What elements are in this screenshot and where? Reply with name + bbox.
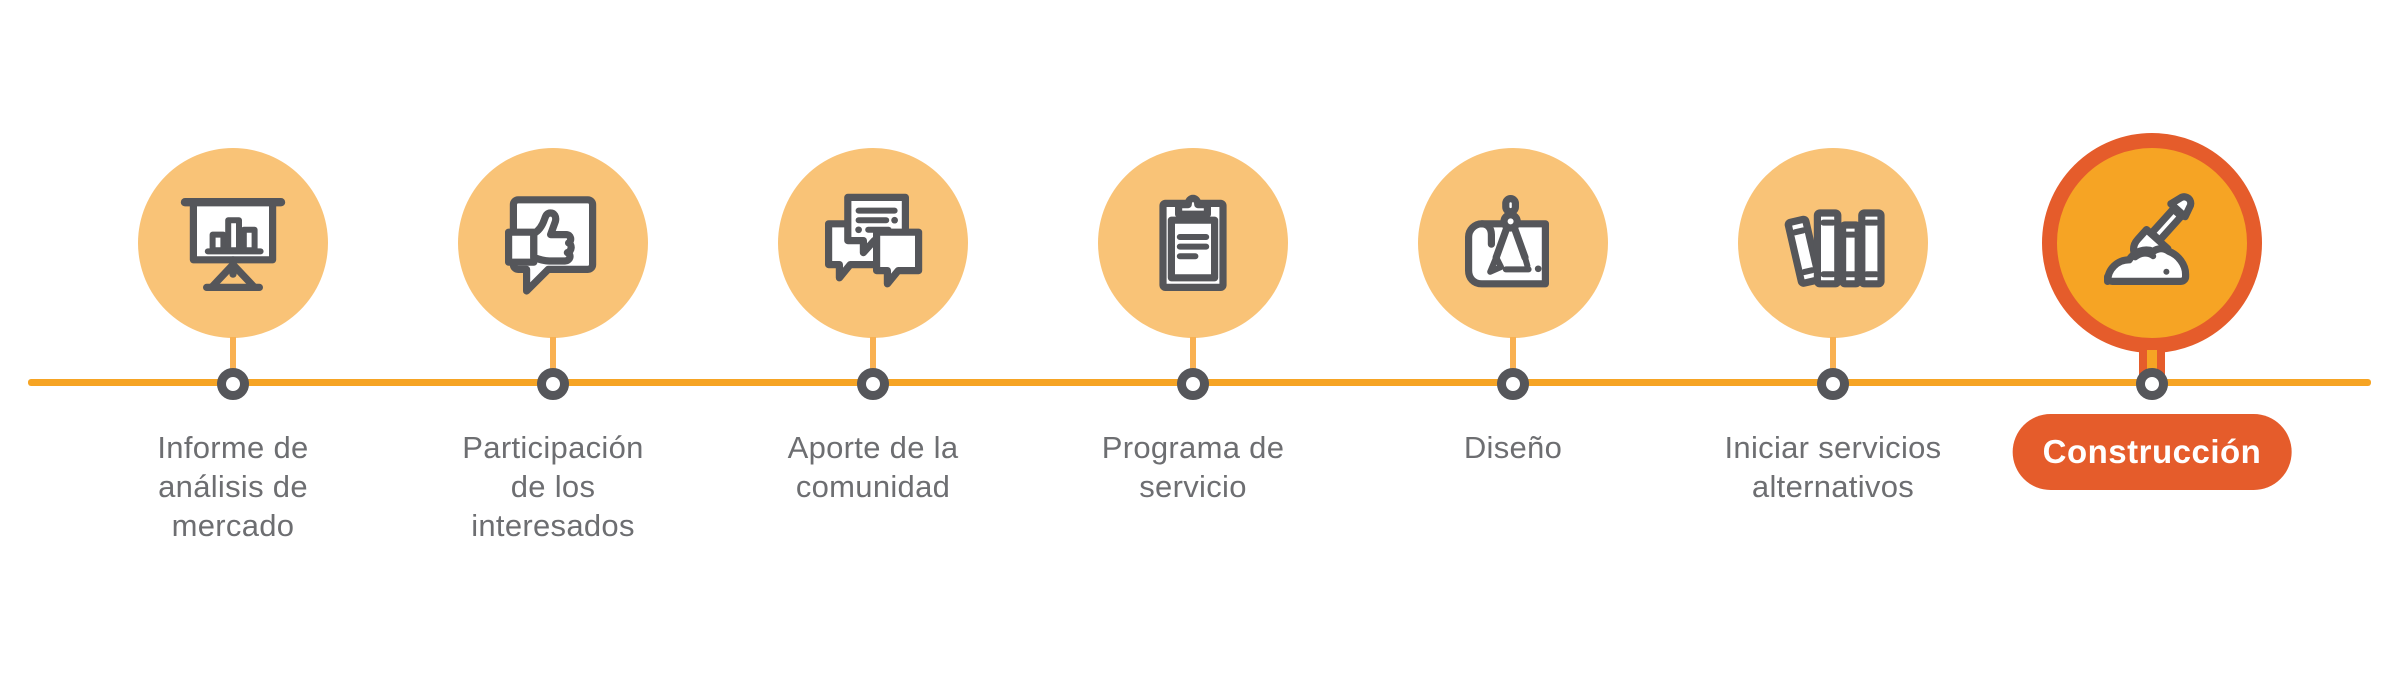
stage-circle-active [2042, 133, 2262, 353]
stage-label: Iniciar servicios alternativos [1724, 430, 1942, 504]
stage-connector-stem [230, 337, 236, 370]
timeline-stage: Aporte de la comunidad [713, 0, 1033, 700]
chat-bubbles-icon [825, 193, 923, 288]
stage-circle [1098, 148, 1288, 338]
timeline-stage: Iniciar servicios alternativos [1673, 0, 1993, 700]
stage-connector-stem [550, 337, 556, 370]
shovel-icon [2104, 193, 2195, 285]
timeline-node [537, 368, 569, 400]
stage-connector-stem [1190, 337, 1196, 370]
stage-circle [458, 148, 648, 338]
stage-connector-stem [1510, 337, 1516, 370]
timeline-node [2136, 368, 2168, 400]
drafting-compass-blueprint-icon [1465, 195, 1549, 288]
stage-label: Diseño [1463, 430, 1563, 465]
stage-label: Participación de los interesados [462, 430, 644, 543]
timeline-node [217, 368, 249, 400]
timeline-stage: Diseño [1353, 0, 1673, 700]
timeline-stage: Informe de análisis de mercado [73, 0, 393, 700]
stage-circle [1418, 148, 1608, 338]
timeline-node [1177, 368, 1209, 400]
presentation-chart-icon [180, 198, 286, 291]
stage-circle [1738, 148, 1928, 338]
stage-circle [138, 148, 328, 338]
timeline-node [1817, 368, 1849, 400]
timeline-stage: Participación de los interesados [393, 0, 713, 700]
stage-label-pill: Construcción [2012, 414, 2292, 490]
stage-circle [778, 148, 968, 338]
clipboard-icon [1159, 194, 1227, 291]
timeline-node [1497, 368, 1529, 400]
stage-label: Informe de análisis de mercado [157, 430, 309, 543]
timeline-stage: Programa de servicio [1033, 0, 1353, 700]
thumbs-up-bubble-icon [505, 196, 597, 295]
stage-connector-stem [1830, 337, 1836, 370]
stage-label: Programa de servicio [1101, 430, 1285, 504]
timeline-stage-active: Construcción [1992, 0, 2312, 700]
books-icon [1784, 209, 1885, 288]
stage-label: Aporte de la comunidad [787, 430, 959, 504]
stage-connector-stem [870, 337, 876, 370]
timeline-node [857, 368, 889, 400]
